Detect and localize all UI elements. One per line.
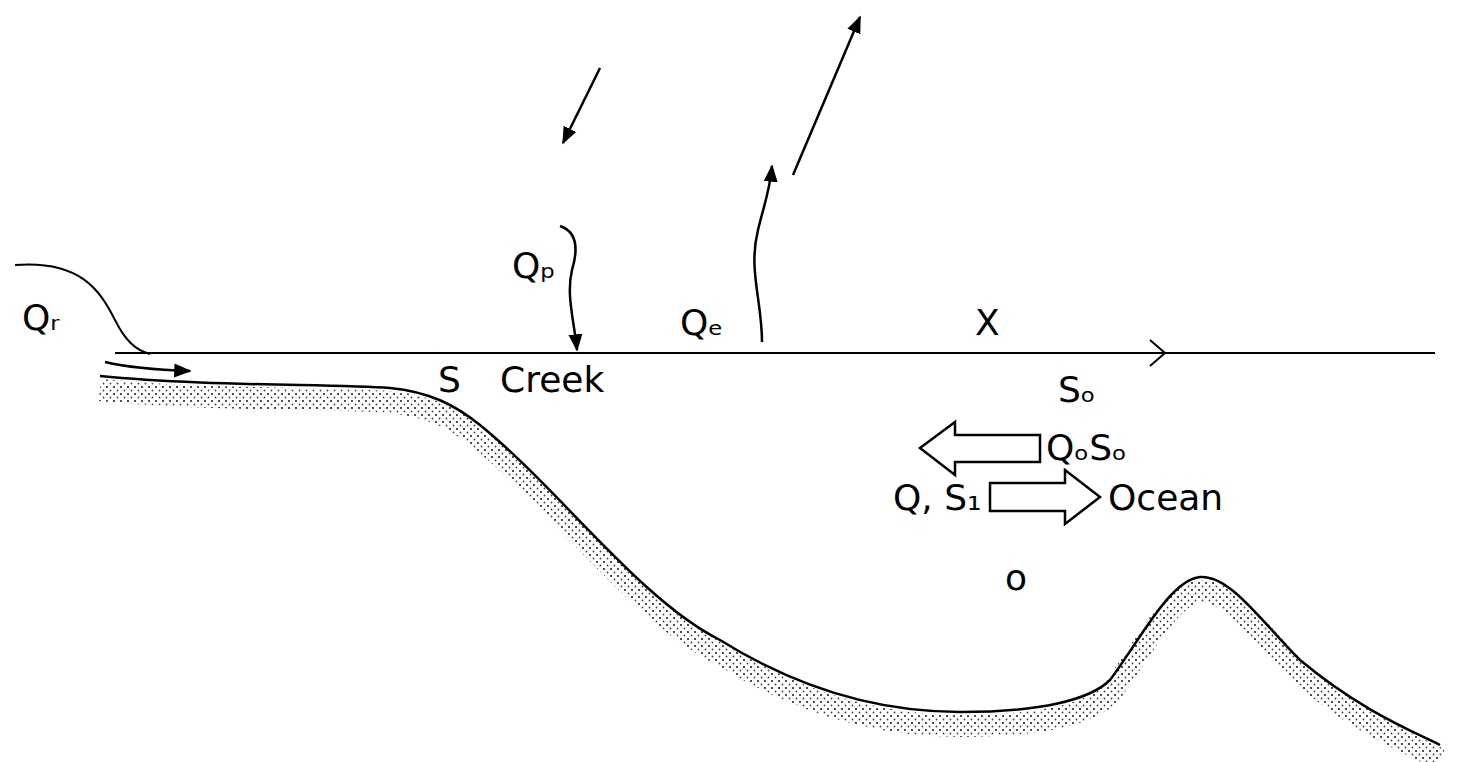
axis-label: X <box>975 305 1000 341</box>
salinity-symbol: S <box>438 362 461 398</box>
precipitation-wavy-arrow <box>560 226 577 350</box>
station-label: o <box>1005 560 1027 596</box>
outflow-block-arrow <box>990 470 1100 524</box>
flow-symbol: Qₚ <box>512 248 556 284</box>
river-inflow-arrow <box>105 362 190 371</box>
place-name: Creek <box>500 362 604 398</box>
evaporation-wavy-arrow <box>754 166 772 342</box>
water-surface <box>115 352 1435 354</box>
seabed-stipple <box>100 390 1440 759</box>
salinity-symbol: Sₒ <box>1058 372 1096 408</box>
flux-label: QₒSₒ <box>1046 430 1127 466</box>
flow-symbol: Qᵣ <box>22 300 60 336</box>
place-name: Ocean <box>1108 480 1223 516</box>
evaporation-arrow <box>793 17 860 175</box>
flow-symbol: Qₑ <box>680 305 723 341</box>
river-bank-curve <box>15 264 150 354</box>
seabed-line <box>100 376 1440 745</box>
axis-chevron <box>1150 340 1165 366</box>
precipitation-arrow <box>563 68 600 143</box>
flux-label: Q, S₁ <box>893 480 982 516</box>
inflow-block-arrow <box>920 422 1040 475</box>
